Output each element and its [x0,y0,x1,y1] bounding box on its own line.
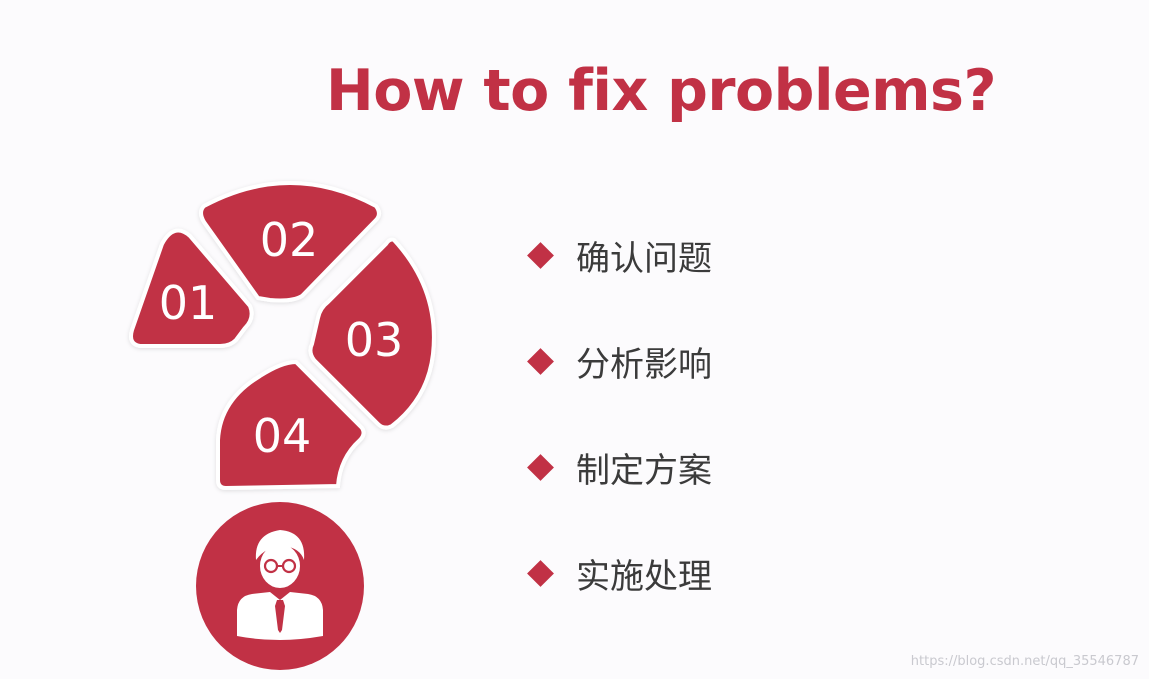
diamond-bullet-icon [527,559,554,587]
businessman-with-glasses-icon [196,502,364,670]
step-item-2: 分析影响 [527,331,712,391]
step-item-3: 制定方案 [527,437,712,497]
segment-02-number: 02 [260,213,319,267]
segment-01-number: 01 [159,276,218,330]
diamond-bullet-icon [527,347,554,375]
slide-title: How to fix problems? [326,58,997,124]
segment-01: 01 [129,228,254,348]
step-item-4: 实施处理 [527,543,712,603]
step-label: 分析影响 [576,344,712,385]
segment-03: 03 [308,237,436,430]
diamond-bullet-icon [527,453,554,481]
watermark-url: https://blog.csdn.net/qq_35546787 [910,654,1139,669]
step-item-1: 确认问题 [527,225,712,285]
step-label: 实施处理 [576,556,712,597]
segment-04: 04 [216,359,366,491]
diamond-bullet-icon [527,241,554,269]
step-label: 制定方案 [576,450,712,491]
question-mark-graphic: 01 02 03 04 [129,181,436,670]
segment-02: 02 [199,181,381,303]
segment-04-number: 04 [253,409,312,463]
segment-03-number: 03 [345,313,404,367]
step-label: 确认问题 [576,238,712,279]
